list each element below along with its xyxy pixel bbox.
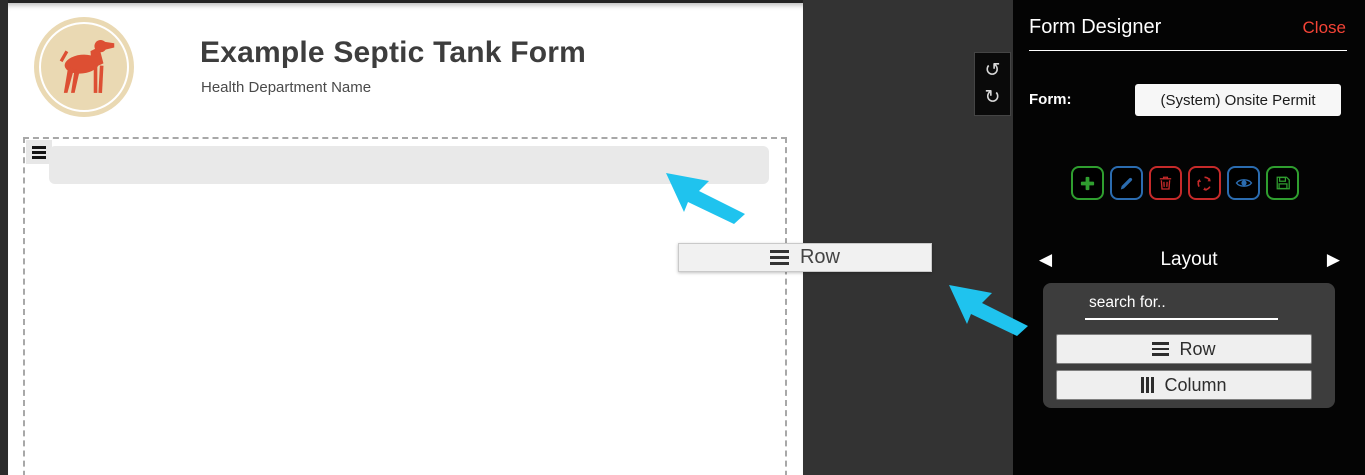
edit-button[interactable] bbox=[1110, 166, 1143, 200]
dog-logo bbox=[34, 17, 134, 117]
section-title: Layout bbox=[1160, 249, 1218, 270]
form-subtitle: Health Department Name bbox=[201, 79, 372, 96]
undo-icon: ↺ bbox=[984, 59, 1001, 81]
rows-icon bbox=[1152, 342, 1170, 356]
palette-row-label: Row bbox=[1179, 338, 1216, 359]
form-select-label: Form: bbox=[1029, 91, 1072, 108]
redo-icon: ↻ bbox=[984, 86, 1001, 108]
history-dock: ↺ ↻ bbox=[974, 52, 1011, 116]
palette-column-label: Column bbox=[1164, 374, 1227, 395]
palette-section-nav: ◀ Layout ▶ bbox=[1013, 249, 1365, 273]
left-edge-strip bbox=[0, 0, 8, 475]
redo-button[interactable]: ↻ bbox=[985, 88, 1001, 107]
palette-card: Row Column bbox=[1043, 283, 1335, 408]
dog-silhouette-icon bbox=[59, 40, 115, 94]
top-edge-strip bbox=[8, 0, 803, 3]
prev-section-button[interactable]: ◀ bbox=[1039, 250, 1053, 270]
panel-title: Form Designer bbox=[1029, 16, 1162, 38]
recycle-button[interactable] bbox=[1188, 166, 1221, 200]
designer-toolbar bbox=[1071, 166, 1299, 200]
form-canvas: Example Septic Tank Form Health Departme… bbox=[8, 3, 803, 475]
row-drag-preview: Row bbox=[678, 243, 932, 272]
form-designer-panel: Form Designer Close Form: (System) Onsit… bbox=[1013, 0, 1365, 475]
palette-column-button[interactable]: Column bbox=[1056, 370, 1312, 400]
plus-icon bbox=[1080, 176, 1095, 190]
close-button[interactable]: Close bbox=[1302, 18, 1346, 37]
annotation-arrow-icon bbox=[666, 173, 745, 224]
annotation-arrow-icon bbox=[949, 285, 1028, 336]
save-button[interactable] bbox=[1266, 166, 1299, 200]
search-input[interactable] bbox=[1085, 289, 1278, 320]
floppy-icon bbox=[1276, 176, 1290, 190]
hamburger-icon bbox=[32, 145, 46, 149]
trash-icon bbox=[1159, 176, 1172, 190]
divider bbox=[1029, 50, 1347, 51]
undo-button[interactable]: ↺ bbox=[985, 61, 1001, 80]
rows-icon bbox=[769, 250, 789, 265]
columns-icon bbox=[1141, 377, 1155, 393]
form-select[interactable]: (System) Onsite Permit bbox=[1135, 84, 1341, 116]
preview-button[interactable] bbox=[1227, 166, 1260, 200]
drag-preview-label: Row bbox=[799, 246, 840, 268]
recycle-icon bbox=[1196, 175, 1211, 191]
pencil-icon bbox=[1120, 177, 1133, 189]
delete-button[interactable] bbox=[1149, 166, 1182, 200]
form-title: Example Septic Tank Form bbox=[200, 36, 587, 69]
add-button[interactable] bbox=[1071, 166, 1104, 200]
form-drop-zone[interactable] bbox=[23, 137, 787, 475]
palette-row-button[interactable]: Row bbox=[1056, 334, 1312, 364]
form-row-element[interactable] bbox=[49, 146, 769, 184]
row-drag-handle[interactable] bbox=[26, 140, 52, 164]
next-section-button[interactable]: ▶ bbox=[1326, 250, 1340, 270]
eye-icon bbox=[1235, 179, 1252, 187]
